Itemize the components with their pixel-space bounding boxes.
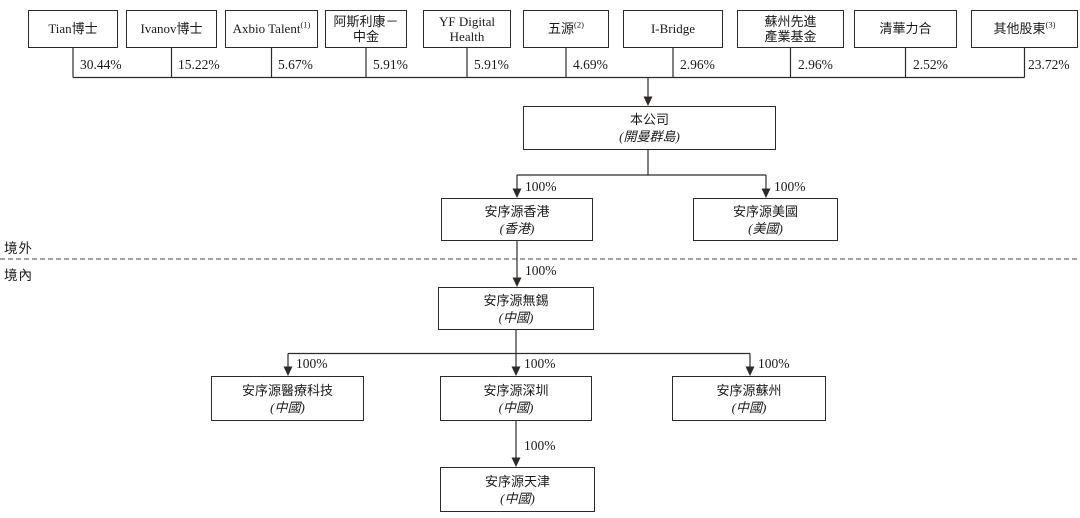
ownership-pct-5y: 4.69% bbox=[573, 57, 608, 72]
footnote-marker: (2) bbox=[574, 19, 584, 30]
shareholder-name-line2: 產業基金 bbox=[764, 29, 817, 44]
shareholder-name: YF Digital bbox=[439, 13, 495, 29]
entity-location: (美國) bbox=[748, 220, 783, 236]
entity-box-medical-tech: 安序源醫療科技 (中國) bbox=[211, 376, 364, 421]
entity-location: (中國) bbox=[498, 309, 534, 325]
shareholder-box-i-bridge: I-Bridge bbox=[623, 10, 723, 48]
entity-name: 安序源蘇州 bbox=[716, 382, 782, 398]
ownership-pct-suzhou: 100% bbox=[758, 356, 790, 371]
region-label-offshore: 境外 bbox=[4, 241, 33, 256]
shareholder-box-other-shareholders: 其他股東(3) bbox=[971, 10, 1078, 48]
entity-name: 安序源香港 bbox=[484, 203, 550, 219]
shareholder-box-suzhou-xianjin-fund: 蘇州先進 產業基金 bbox=[737, 10, 844, 48]
entity-name: 安序源無錫 bbox=[483, 292, 549, 308]
ownership-pct-astrazeneca: 5.91% bbox=[373, 57, 408, 72]
entity-box-hongkong: 安序源香港 (香港) bbox=[441, 198, 593, 241]
shareholder-name: Ivanov博士 bbox=[140, 21, 203, 37]
entity-box-tianjin: 安序源天津 (中國) bbox=[440, 467, 595, 512]
shareholder-box-tsinghua-lihe: 清華力合 bbox=[854, 10, 957, 48]
footnote-marker: (1) bbox=[300, 19, 311, 30]
entity-location: (中國) bbox=[270, 399, 305, 415]
entity-box-wuxi: 安序源無錫 (中國) bbox=[438, 287, 594, 330]
entity-box-suzhou: 安序源蘇州 (中國) bbox=[672, 376, 826, 421]
ownership-pct-tian: 30.44% bbox=[80, 57, 122, 72]
shareholder-name-line2: 中金 bbox=[352, 29, 379, 44]
shareholder-name: Axbio Talent(1) bbox=[232, 19, 311, 37]
entity-name: 本公司 bbox=[629, 112, 669, 127]
ownership-pct-wuxi: 100% bbox=[525, 263, 557, 278]
ownership-pct-axbio: 5.67% bbox=[278, 57, 313, 72]
shareholder-name: 五源(2) bbox=[548, 19, 584, 37]
shareholder-box-5y-capital: 五源(2) bbox=[523, 10, 609, 48]
ownership-pct-others: 23.72% bbox=[1028, 57, 1070, 72]
shareholder-name: Tian博士 bbox=[48, 21, 98, 37]
ownership-pct-i-bridge: 2.96% bbox=[680, 57, 715, 72]
shareholder-name: 蘇州先進 bbox=[764, 13, 817, 29]
ownership-pct-tsinghua: 2.52% bbox=[913, 57, 948, 72]
ownership-pct-medtech: 100% bbox=[296, 356, 328, 371]
entity-location: (中國) bbox=[500, 490, 535, 506]
entity-location: (中國) bbox=[731, 399, 767, 415]
shareholder-box-axbio-talent: Axbio Talent(1) bbox=[225, 10, 318, 48]
arrowheads bbox=[283, 96, 771, 467]
shareholder-box-astrazeneca-cicc: 阿斯利康－ 中金 bbox=[325, 10, 407, 48]
region-label-onshore: 境內 bbox=[4, 268, 33, 283]
shareholder-box-yf-digital-health: YF Digital Health bbox=[423, 10, 511, 48]
entity-location: (香港) bbox=[499, 220, 535, 236]
ownership-pct-ivanov: 15.22% bbox=[178, 57, 220, 72]
shareholder-name-line2: Health bbox=[449, 29, 485, 44]
entity-location: (開曼群島) bbox=[619, 129, 680, 144]
entity-name: 安序源天津 bbox=[484, 473, 550, 489]
shareholder-name: 清華力合 bbox=[879, 21, 932, 37]
shareholder-name: 其他股東(3) bbox=[993, 19, 1056, 37]
ownership-pct-us: 100% bbox=[774, 179, 806, 194]
entity-name: 安序源醫療科技 bbox=[241, 382, 333, 398]
ownership-pct-hk: 100% bbox=[525, 179, 557, 194]
shareholder-box-ivanov: Ivanov博士 bbox=[126, 10, 217, 48]
entity-box-shenzhen: 安序源深圳 (中國) bbox=[440, 376, 592, 421]
shareholder-box-tian: Tian博士 bbox=[28, 10, 118, 48]
entity-box-company: 本公司 (開曼群島) bbox=[523, 106, 776, 150]
shareholder-name: 阿斯利康－ bbox=[333, 13, 399, 29]
ownership-pct-tianjin: 100% bbox=[524, 438, 556, 453]
ownership-pct-suzhou-fund: 2.96% bbox=[798, 57, 833, 72]
ownership-pct-yf-digital: 5.91% bbox=[474, 57, 509, 72]
entity-name: 安序源深圳 bbox=[483, 382, 549, 398]
footnote-marker: (3) bbox=[1045, 19, 1056, 30]
entity-name: 安序源美國 bbox=[732, 203, 798, 219]
shareholder-name: I-Bridge bbox=[650, 21, 696, 37]
ownership-pct-shenzhen: 100% bbox=[524, 356, 556, 371]
entity-box-usa: 安序源美國 (美國) bbox=[693, 198, 838, 241]
entity-location: (中國) bbox=[498, 399, 534, 415]
